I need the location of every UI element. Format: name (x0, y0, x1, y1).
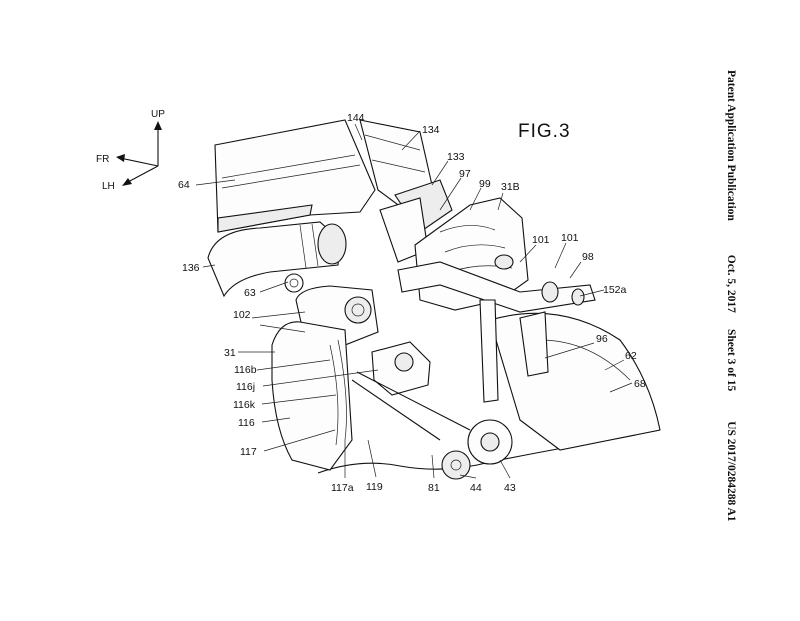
label-119: 119 (366, 481, 383, 493)
label-99: 99 (479, 178, 491, 190)
axis-left-label: LH (102, 181, 115, 192)
label-44: 44 (470, 482, 482, 494)
sheet-number: Sheet 3 of 15 (725, 328, 737, 392)
reference-labels: 144 134 133 97 99 31B 64 136 101 101 98 … (178, 112, 646, 494)
label-31: 31 (224, 347, 236, 359)
label-117a: 117a (331, 482, 354, 494)
label-62: 62 (625, 350, 637, 362)
axis-front-label: FR (96, 154, 109, 165)
label-133: 133 (447, 151, 465, 163)
patent-header: Patent Application PublicationOct. 5, 20… (722, 70, 752, 540)
engine-illustration (207, 119, 661, 480)
label-116b: 116b (234, 364, 257, 376)
label-116: 116 (238, 417, 255, 429)
label-64: 64 (178, 179, 190, 191)
publication-date: Oct. 5, 2017 (725, 254, 737, 313)
label-96: 96 (596, 333, 608, 345)
axis-up-label: UP (151, 109, 165, 120)
orientation-axes: UP FR LH (96, 109, 165, 192)
label-144: 144 (347, 112, 365, 124)
label-97: 97 (459, 168, 471, 180)
publication-number: US 2017/0284288 A1 (725, 421, 737, 522)
label-81: 81 (428, 482, 440, 494)
label-98: 98 (582, 251, 594, 263)
label-102: 102 (233, 309, 251, 321)
label-116j: 116j (236, 381, 255, 393)
label-101-b: 101 (561, 232, 579, 244)
label-136: 136 (182, 262, 200, 274)
label-101-a: 101 (532, 234, 550, 246)
figure-title: FIG.3 (518, 121, 571, 142)
leader-lines (195, 123, 633, 479)
label-116k: 116k (233, 399, 256, 411)
label-152a: 152a (603, 284, 627, 296)
label-63: 63 (244, 287, 256, 299)
label-31B: 31B (501, 181, 520, 193)
label-117: 117 (240, 446, 257, 458)
publication-type: Patent Application Publication (725, 70, 737, 221)
label-134: 134 (422, 124, 440, 136)
patent-header-text: Patent Application PublicationOct. 5, 20… (725, 70, 737, 522)
label-68: 68 (634, 378, 646, 390)
label-43: 43 (504, 482, 516, 494)
